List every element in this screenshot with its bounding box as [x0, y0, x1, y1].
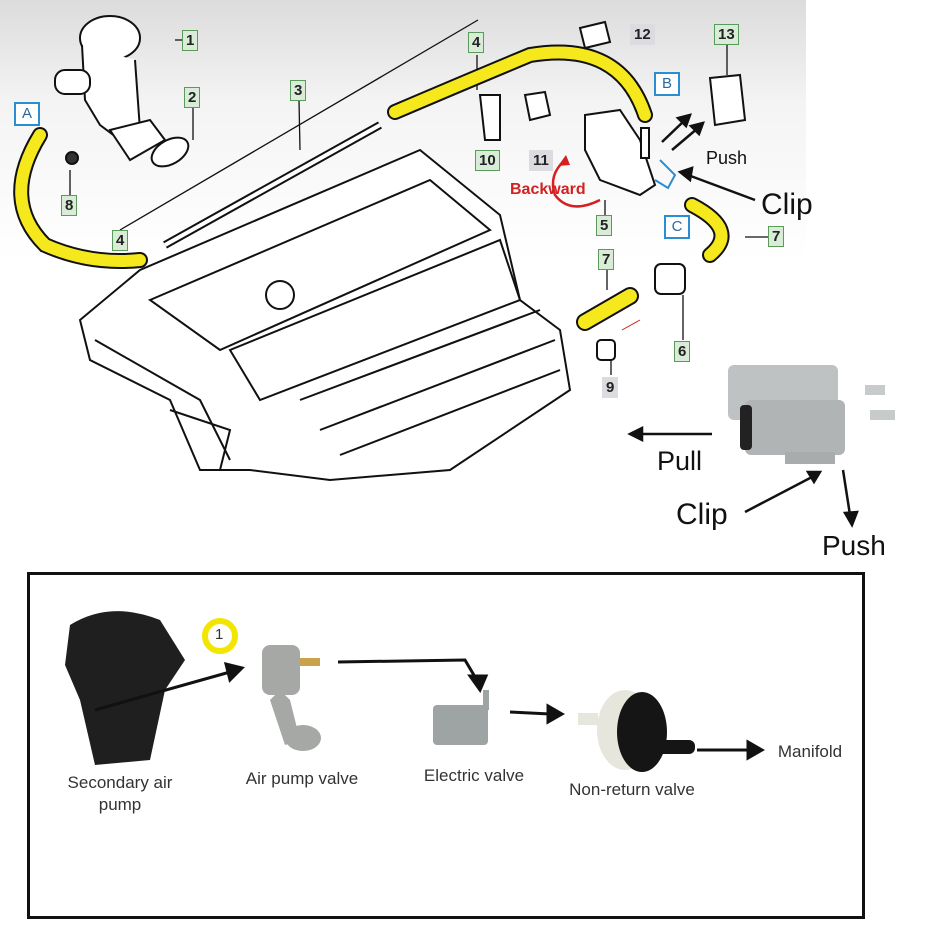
part-number-1: 1	[182, 30, 199, 51]
arrows	[621, 113, 859, 528]
part-number-13: 13	[714, 24, 739, 45]
label-air-pump-valve: Air pump valve	[245, 769, 359, 788]
leader-lines	[69, 19, 770, 375]
label-non-return-valve: Non-return valve	[569, 780, 695, 799]
hoses	[13, 44, 730, 331]
part-number-8: 8	[61, 195, 78, 216]
push-label-top: Push	[706, 148, 748, 168]
part-number-11: 11	[529, 150, 553, 171]
part-number-2: 2	[184, 87, 201, 108]
air-pump-valve-photo	[262, 645, 321, 751]
part-number-10: 10	[475, 150, 500, 171]
flow-arrows	[94, 658, 766, 761]
part-number-9: 9	[602, 377, 619, 398]
label-manifold: Manifold	[777, 742, 843, 761]
part-number-4-top: 4	[468, 32, 485, 53]
push-label-bottom: Push	[822, 530, 886, 561]
backward-arrow-icon	[551, 159, 601, 208]
connection-label-c: C	[664, 215, 690, 239]
label-electric-valve: Electric valve	[423, 766, 525, 785]
part-number-5: 5	[596, 215, 613, 236]
part-number-7-mid: 7	[598, 249, 615, 270]
connection-label-b: B	[654, 72, 680, 96]
connection-label-a: A	[14, 102, 40, 126]
electric-valve-bottom-photo	[433, 690, 489, 745]
step-marker-label: 1	[215, 626, 224, 643]
secondary-air-pump-photo	[65, 611, 185, 765]
flow-diagram-frame	[27, 572, 865, 919]
electric-valve-photo	[728, 365, 895, 464]
backward-label: Backward	[510, 181, 586, 198]
part-number-4-bottom: 4	[112, 230, 129, 251]
electric-valve-part	[478, 20, 747, 361]
pull-label: Pull	[657, 446, 703, 476]
part-number-7-right: 7	[768, 226, 785, 247]
part-number-3: 3	[290, 80, 307, 101]
step-marker	[202, 618, 238, 654]
clip-label-top: Clip	[761, 188, 813, 221]
part-number-12: 12	[630, 24, 655, 45]
air-pump-valve-part	[54, 15, 190, 168]
label-secondary-air-pump: Secondary air pump	[67, 773, 173, 814]
engine-illustration	[78, 148, 572, 482]
part-number-6: 6	[674, 341, 691, 362]
clip-label-bottom: Clip	[676, 498, 728, 531]
non-return-valve-photo	[578, 690, 695, 772]
